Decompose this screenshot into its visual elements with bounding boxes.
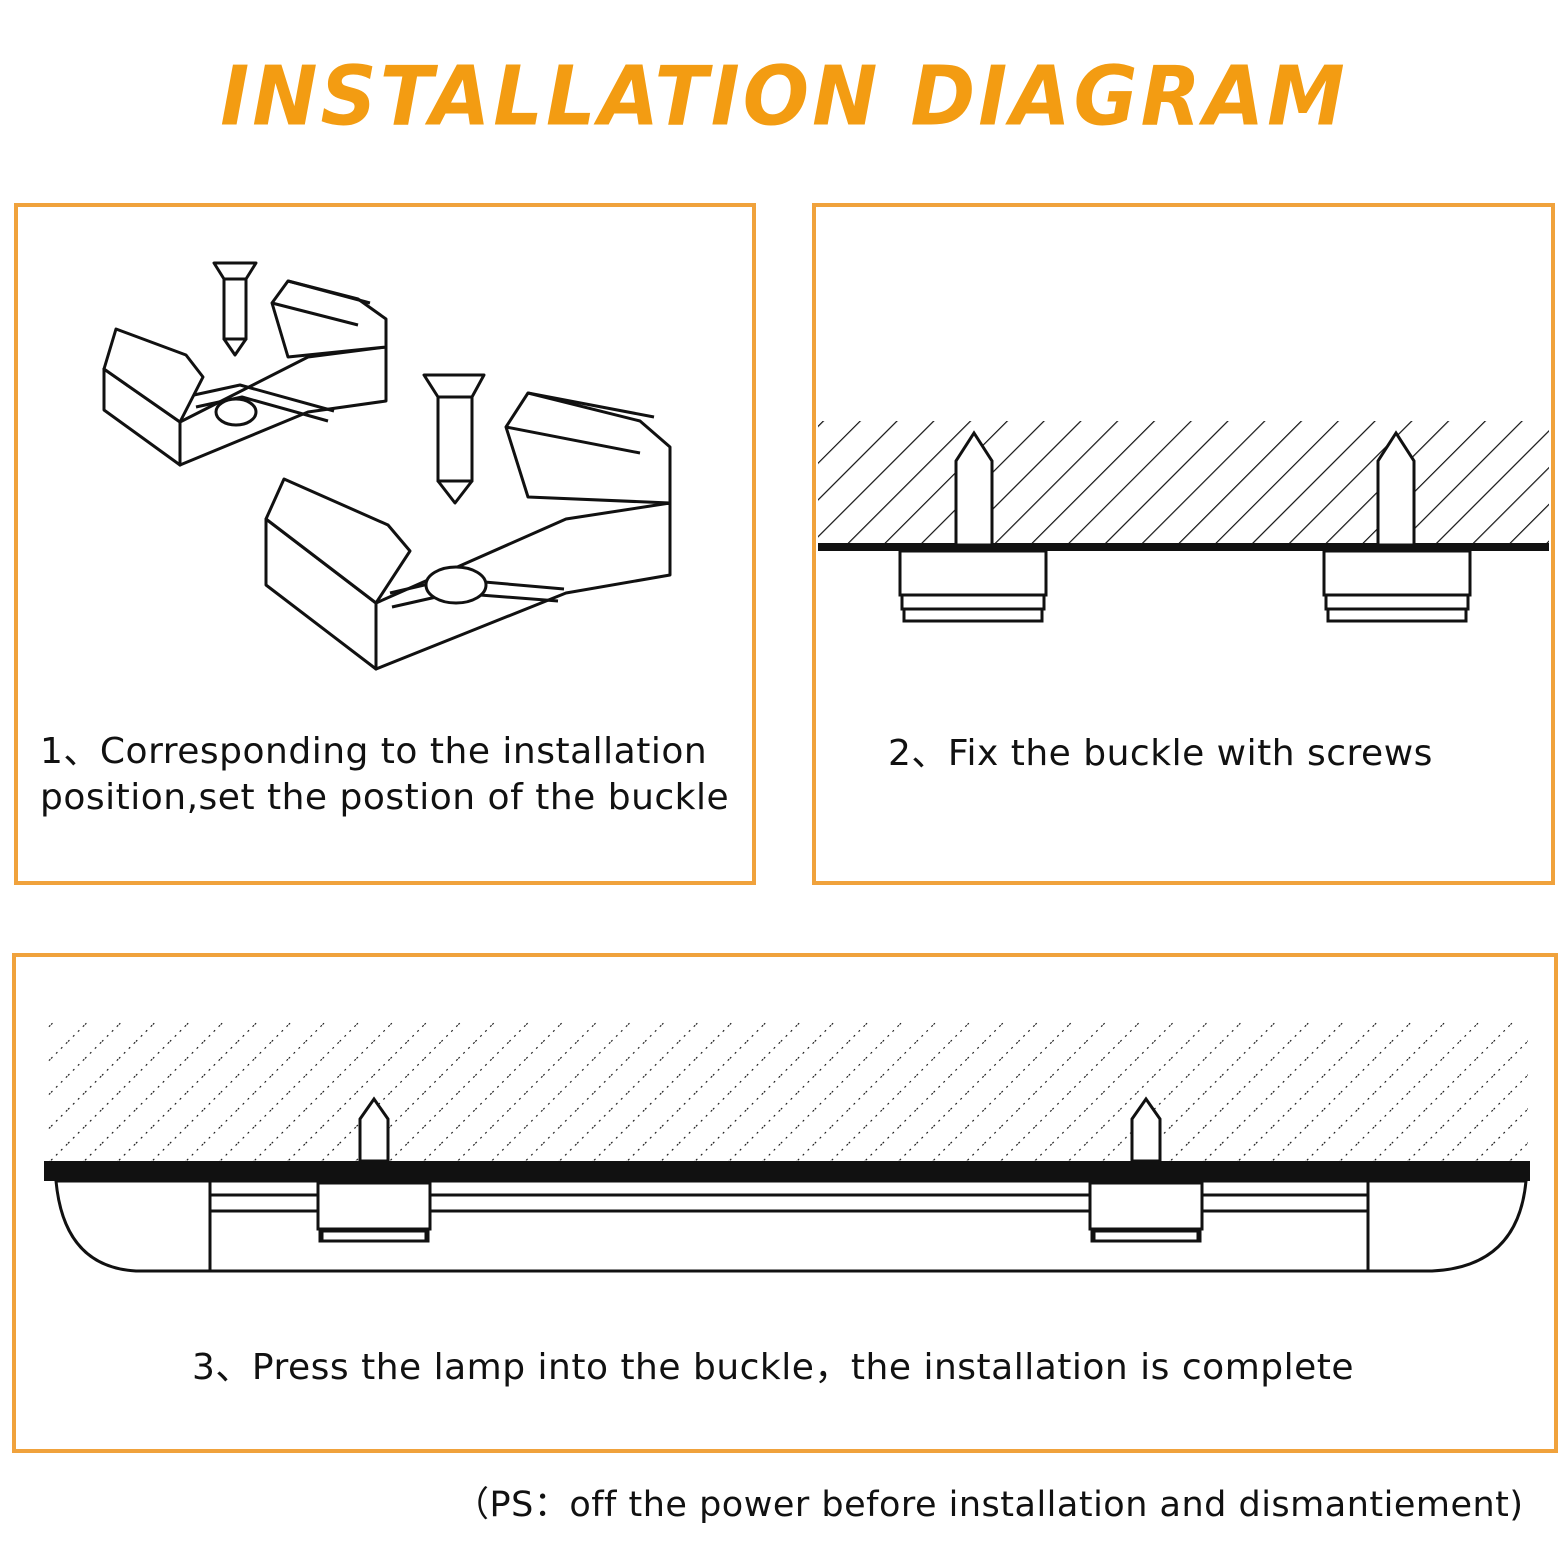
ceiling-line xyxy=(44,1161,1530,1181)
screw-left xyxy=(954,430,994,547)
step-3-panel: 3、Press the lamp into the buckle，the ins… xyxy=(12,953,1558,1453)
buckles-with-screws-illustration xyxy=(102,261,672,671)
buckle-right xyxy=(1322,549,1472,623)
buckle-front xyxy=(264,391,672,671)
ceiling-surface xyxy=(818,421,1549,545)
screw-right xyxy=(1130,1096,1162,1163)
screw-back xyxy=(212,261,258,357)
page-title: INSTALLATION DIAGRAM xyxy=(220,49,1348,145)
ceiling-surface xyxy=(46,1021,1528,1165)
step-2-panel: 2、Fix the buckle with screws xyxy=(812,203,1555,885)
screw-right xyxy=(1376,430,1416,547)
screw-left xyxy=(358,1096,390,1163)
step-1-panel: 1、Corresponding to the installation posi… xyxy=(14,203,756,885)
step-1-caption: 1、Corresponding to the installation posi… xyxy=(40,729,750,821)
screw-front xyxy=(422,373,486,505)
buckles-screwed-to-ceiling-illustration xyxy=(818,421,1549,623)
step-1-caption-line1: 1、Corresponding to the installation xyxy=(40,731,708,772)
buckle-back xyxy=(102,279,388,467)
buckle-right xyxy=(1088,1181,1204,1243)
lamp-into-buckles-illustration xyxy=(44,1021,1530,1273)
step-1-caption-line2: position,set the postion of the buckle xyxy=(40,777,730,818)
buckle-left xyxy=(898,549,1048,623)
step-2-caption: 2、Fix the buckle with screws xyxy=(888,733,1433,774)
buckle-left xyxy=(316,1181,432,1243)
power-off-note: （PS：off the power before installation an… xyxy=(454,1485,1524,1525)
step-3-caption: 3、Press the lamp into the buckle，the ins… xyxy=(192,1347,1355,1388)
